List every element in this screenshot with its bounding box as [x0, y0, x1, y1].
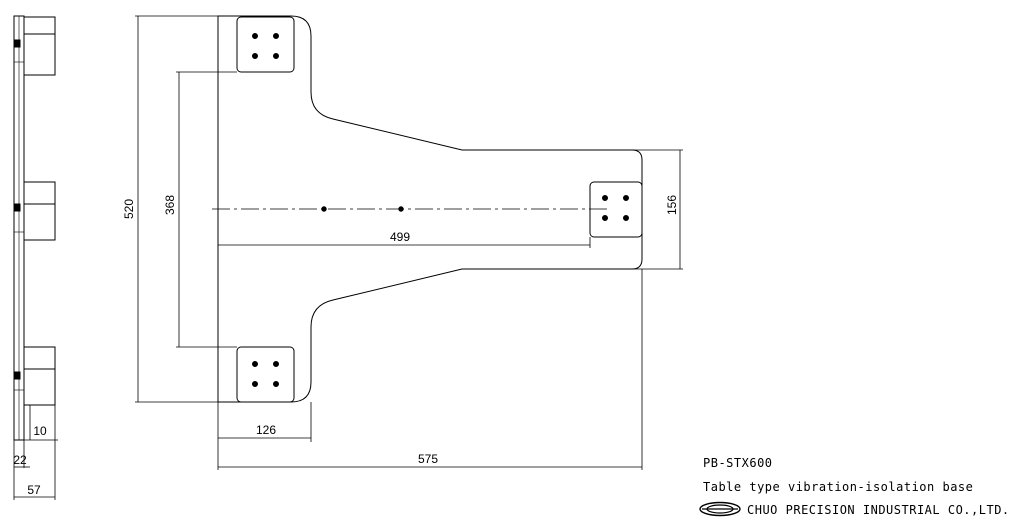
dim-arm-length: 499 — [390, 230, 410, 244]
dim-overall-height: 520 — [122, 199, 136, 219]
dim-pad-span: 368 — [163, 195, 177, 215]
model-number: PB-STX600 — [703, 456, 773, 470]
company-name: CHUO PRECISION INDUSTRIAL CO.,LTD. — [747, 503, 1010, 517]
dim-side-depth: 57 — [27, 483, 41, 497]
side-view-dimensions — [13, 405, 58, 500]
product-description: Table type vibration-isolation base — [703, 480, 974, 494]
top-view-dimensions — [135, 15, 683, 470]
dim-overall-length: 575 — [418, 452, 438, 466]
base-outline — [217, 15, 643, 403]
dim-side-thickness: 10 — [33, 424, 47, 438]
chuo-logo-icon — [699, 501, 741, 517]
side-view — [13, 15, 56, 441]
dim-flange-width: 126 — [256, 423, 276, 437]
dim-end-width: 156 — [665, 195, 679, 215]
pad-top — [236, 16, 295, 73]
dim-side-offset: 22 — [13, 453, 27, 467]
pad-end — [589, 181, 643, 238]
pad-bottom — [236, 346, 295, 403]
